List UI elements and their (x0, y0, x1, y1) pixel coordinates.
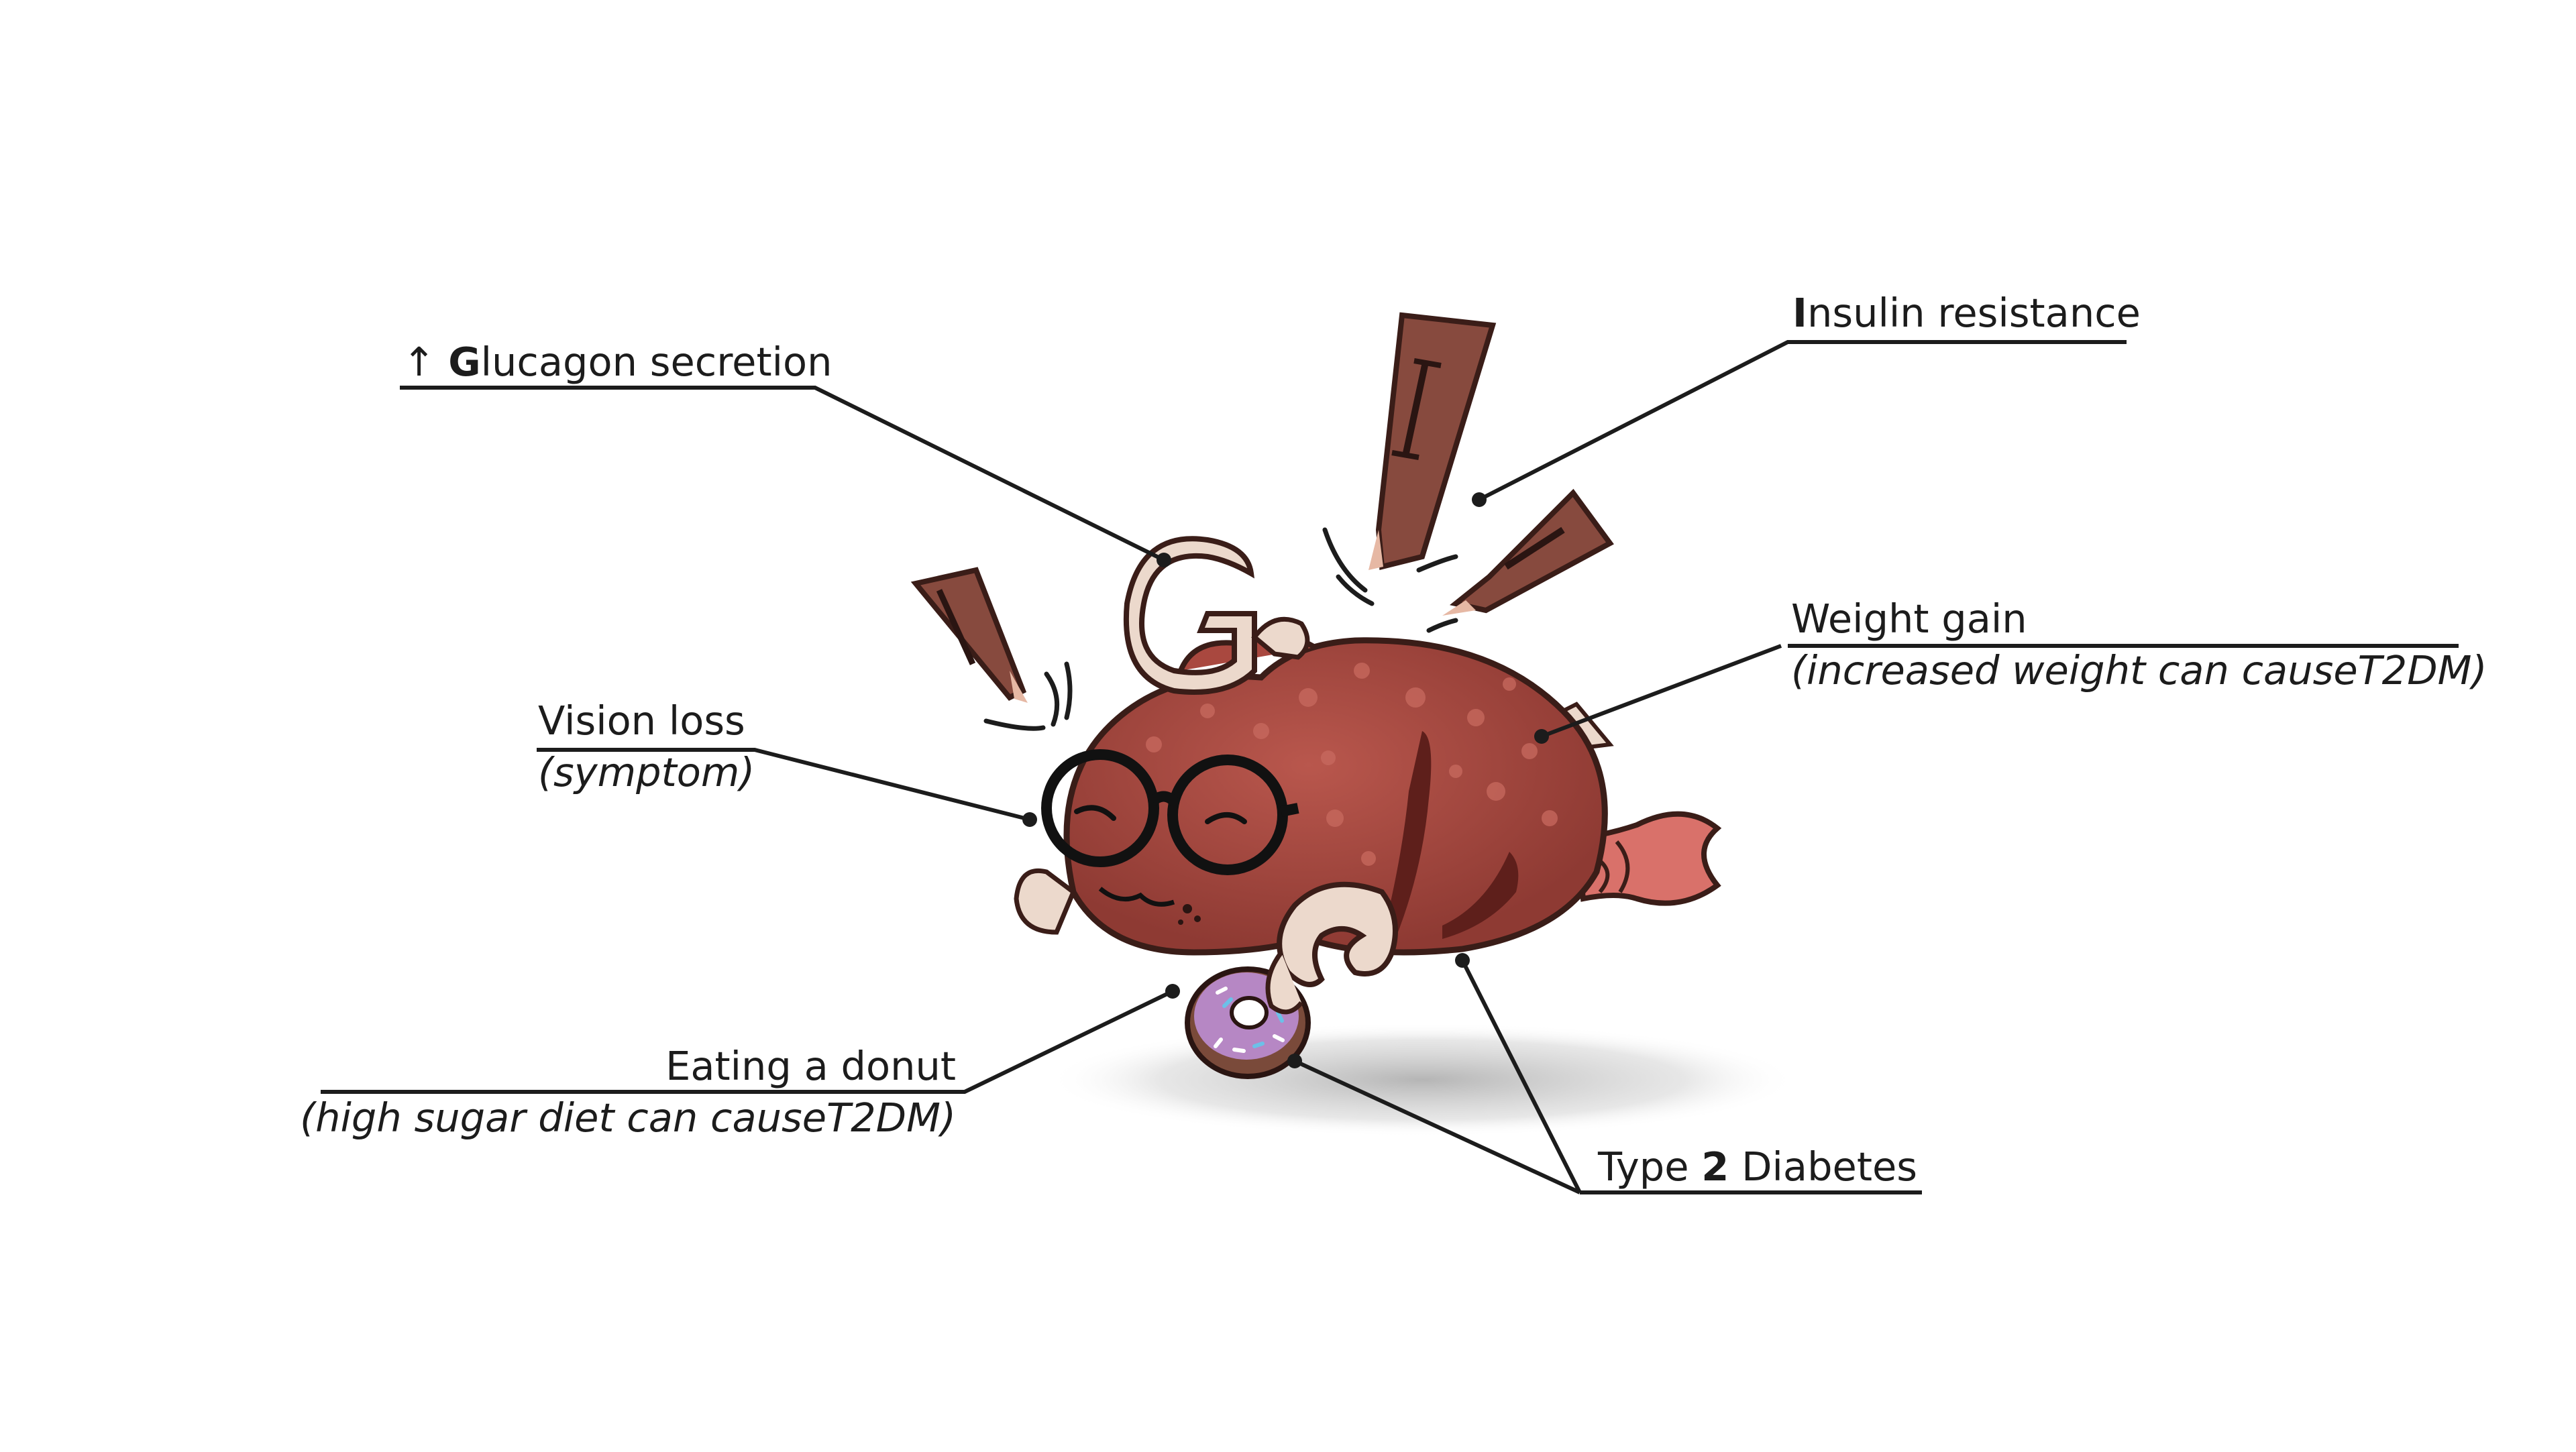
skin-texture (1146, 663, 1558, 866)
glucagon-label: ↑ Glucagon secretion (402, 339, 833, 385)
round-glasses-icon (1041, 749, 1299, 875)
body-stripes (1382, 731, 1519, 939)
insulin-dart-icon (1368, 312, 1497, 571)
motion-lines (983, 527, 1458, 731)
insulin-dart-icon (1442, 488, 1614, 616)
leader-lines (321, 340, 2459, 1194)
leader-dots (1022, 492, 1549, 1068)
up-arrow-icon: ↑ (402, 339, 436, 385)
insulin-label: Insulin resistance (1792, 290, 2141, 336)
type2-diabetes-label: Type 2 Diabetes (1598, 1143, 1917, 1190)
glucagon-horn-icon (1123, 536, 1257, 695)
eating-donut-label: Eating a donut (high sugar diet can caus… (300, 1043, 956, 1141)
vision-loss-label: Vision loss (symptom) (538, 697, 755, 795)
weight-gain-label: Weight gain (increased weight can causeT… (1791, 596, 2487, 693)
insulin-dart-icon (910, 567, 1028, 703)
